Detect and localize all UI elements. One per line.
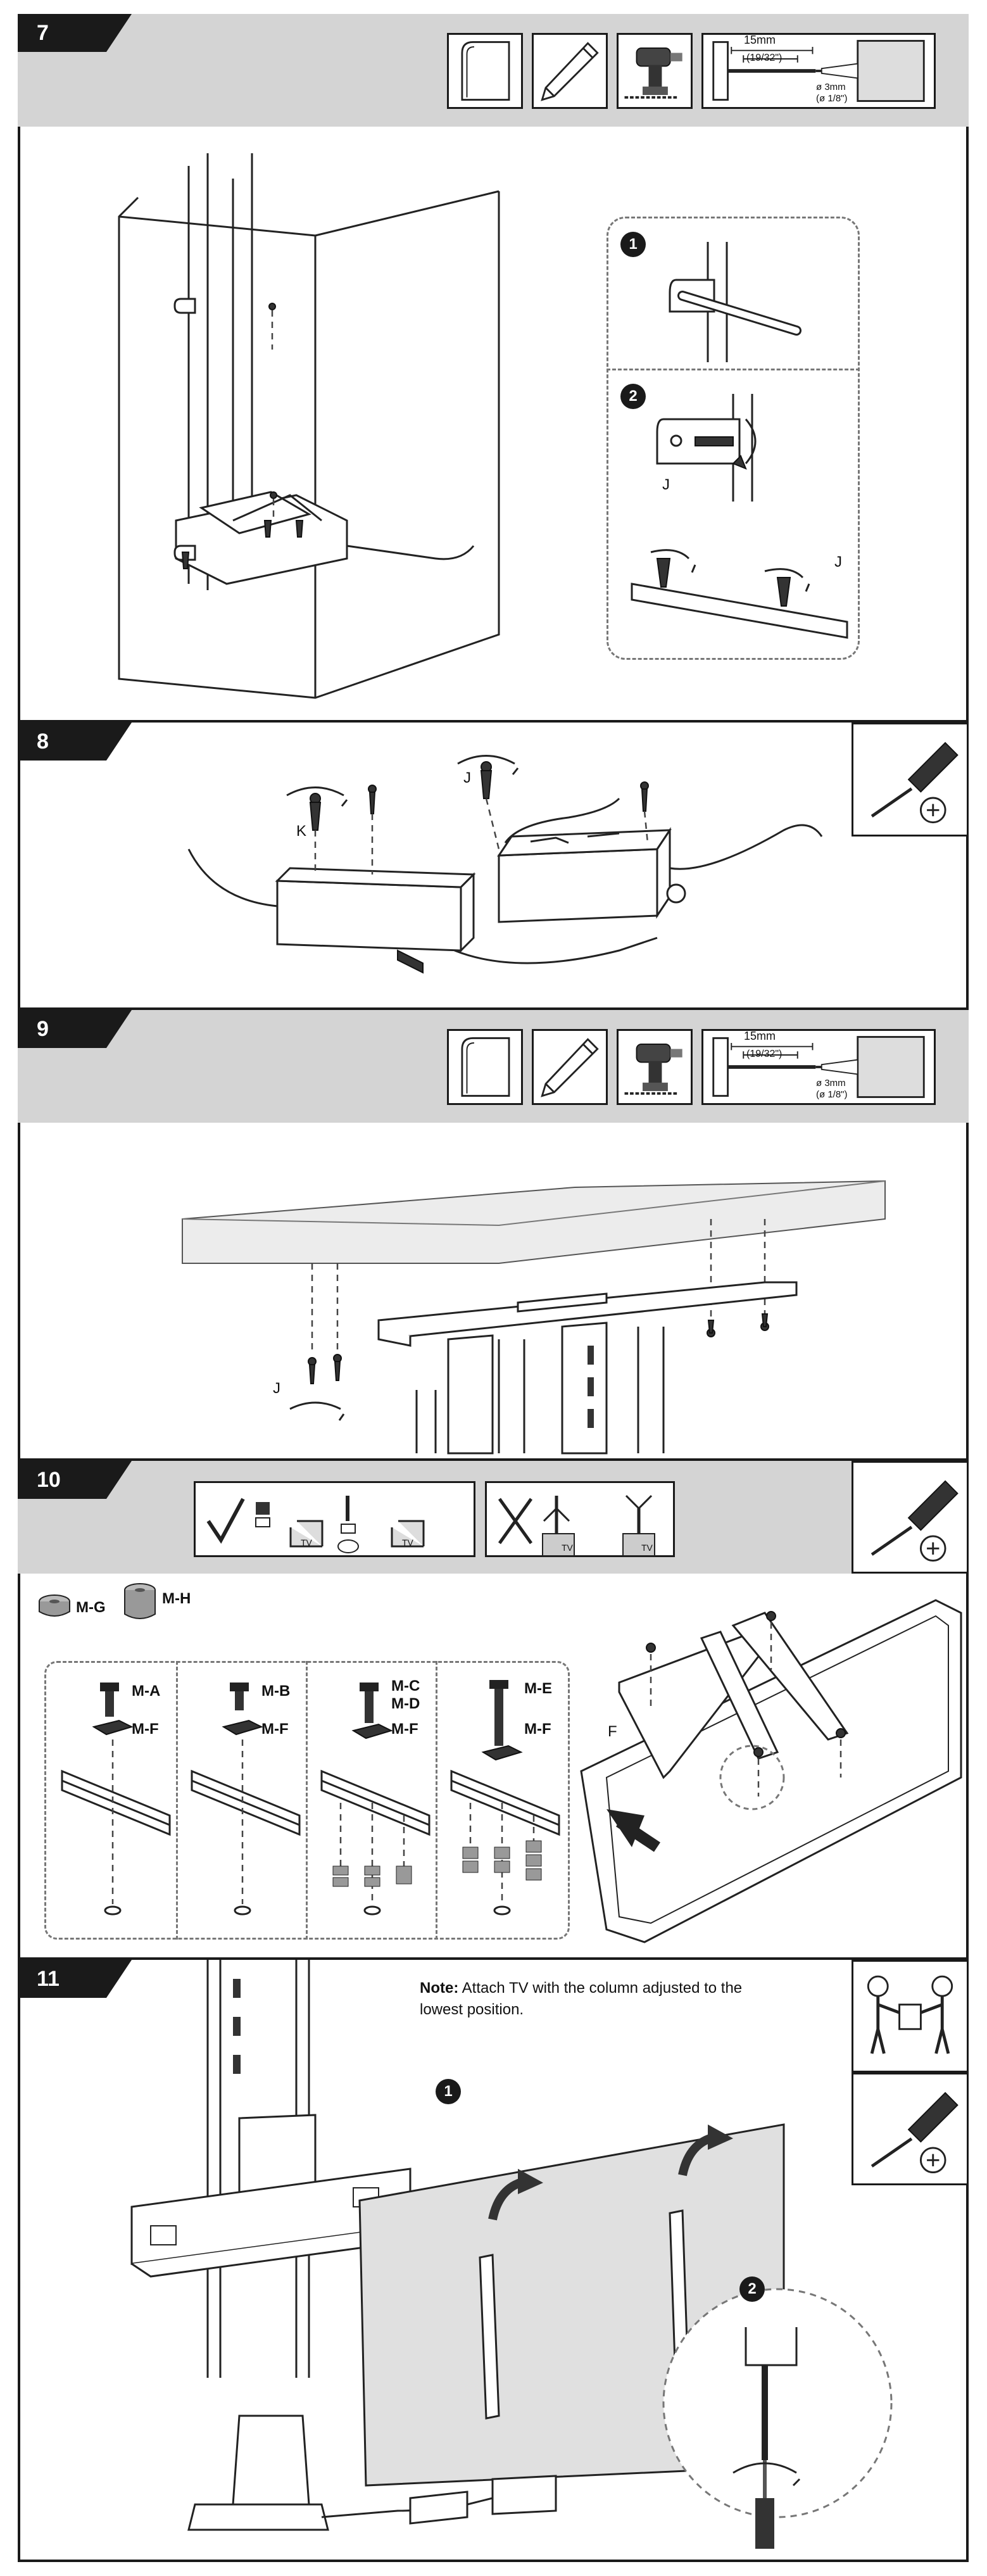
drill-bit-size: ø 3mm bbox=[816, 1078, 846, 1089]
substep-2-badge: 2 bbox=[620, 384, 646, 409]
screwdriver-icon bbox=[852, 1461, 969, 1574]
tv-mounting-illustration bbox=[130, 1960, 893, 2549]
drill-dim-mid: (19/32") bbox=[746, 1049, 783, 1059]
bolt-label-mb: M-B bbox=[261, 1683, 291, 1700]
drill-dim-top: 15mm bbox=[744, 1030, 776, 1042]
drill-icon bbox=[617, 33, 693, 109]
drill-dim-top: 15mm bbox=[744, 34, 776, 46]
screwdriver-icon bbox=[852, 2073, 969, 2185]
bolt-mb-illustration bbox=[191, 1683, 301, 1916]
washer-label-mf-1: M-F bbox=[132, 1720, 159, 1738]
tools-bar: 15mm (19/32") ø 3mm (ø 1/8") bbox=[447, 1029, 936, 1105]
incorrect-mounting-box: TV TV bbox=[485, 1481, 675, 1557]
spacer-mg-label: M-G bbox=[76, 1599, 106, 1616]
washer-label-mf-4: M-F bbox=[524, 1720, 551, 1738]
screw-k-label: K bbox=[296, 823, 307, 840]
note-text: Attach TV with the column adjusted to th… bbox=[420, 1979, 743, 2018]
substep-1-badge: 1 bbox=[620, 232, 646, 257]
drill-bit-size: ø 3mm bbox=[816, 82, 846, 92]
spacer-mh-label: M-H bbox=[162, 1590, 191, 1607]
screw-j-label: J bbox=[273, 1380, 280, 1397]
step-number-badge: 8 bbox=[18, 723, 132, 761]
pencil-icon bbox=[532, 1029, 608, 1105]
correct-mounting-box: TV TV bbox=[194, 1481, 475, 1557]
step-10: 10 TV TV TV TV M-G M-H bbox=[18, 1458, 969, 1957]
bolt-label-mc: M-C bbox=[391, 1677, 420, 1695]
washer-label-mf-3: M-F bbox=[391, 1720, 418, 1738]
panel-divider-3 bbox=[436, 1661, 437, 1940]
step-8: 8 K J bbox=[18, 720, 969, 1007]
rail-f-label: F bbox=[608, 1723, 617, 1740]
bolt-mc-md-illustration bbox=[320, 1683, 431, 1916]
drill-icon bbox=[617, 1029, 693, 1105]
bolt-label-md: M-D bbox=[391, 1695, 420, 1712]
drill-depth-guide: 15mm (19/32") ø 3mm (ø 1/8") bbox=[701, 33, 936, 109]
rail-fixing-detail bbox=[631, 549, 848, 639]
substep-1-badge: 1 bbox=[436, 2079, 461, 2104]
pencil-icon bbox=[532, 33, 608, 109]
drill-depth-guide: 15mm (19/32") ø 3mm (ø 1/8") bbox=[701, 1029, 936, 1105]
bolt-label-me: M-E bbox=[524, 1680, 552, 1697]
drill-bit-size-in: (ø 1/8") bbox=[816, 1089, 848, 1100]
control-box-mounting-illustration bbox=[187, 755, 823, 974]
panel-divider-2 bbox=[306, 1661, 308, 1940]
substep-2-badge: 2 bbox=[739, 2276, 765, 2302]
screw-j-label-2: J bbox=[834, 553, 842, 571]
bolt-ma-illustration bbox=[61, 1683, 171, 1916]
tv-back-rails-illustration bbox=[580, 1599, 962, 1943]
step-11: 11 Note: Attach TV with the column adjus… bbox=[18, 1957, 969, 2562]
cabinet-column-illustration bbox=[118, 153, 500, 699]
detail-divider bbox=[607, 369, 860, 370]
two-person-lift-icon bbox=[852, 1960, 969, 2073]
screw-j-label: J bbox=[463, 769, 471, 786]
page-frame bbox=[18, 14, 969, 2562]
drill-bit-size-in: (ø 1/8") bbox=[816, 93, 848, 104]
step-7: 7 15mm (19/32") ø 3mm bbox=[18, 14, 969, 720]
bracket-screw-detail bbox=[656, 394, 757, 502]
lowest-position-note: Note: Attach TV with the column adjusted… bbox=[420, 1978, 774, 2021]
panel-divider-1 bbox=[176, 1661, 178, 1940]
bracket-mark-detail bbox=[669, 242, 802, 362]
tv-mark-2: TV bbox=[402, 1537, 413, 1548]
note-label: Note: bbox=[420, 1979, 459, 1997]
tv-mark-4: TV bbox=[641, 1543, 653, 1553]
wall-panel-icon bbox=[447, 1029, 523, 1105]
screwdriver-icon bbox=[852, 723, 969, 837]
shelf-bracket-illustration bbox=[182, 1180, 886, 1455]
bolt-label-ma: M-A bbox=[132, 1683, 161, 1700]
tv-mark-3: TV bbox=[562, 1543, 573, 1553]
washer-label-mf-2: M-F bbox=[261, 1720, 289, 1738]
step-9: 9 15mm (19/32") ø 3mm bbox=[18, 1007, 969, 1458]
bolt-me-illustration bbox=[450, 1680, 560, 1916]
detail-callout-box bbox=[607, 217, 860, 660]
spacer-mg-icon bbox=[39, 1594, 70, 1617]
tools-bar: 15mm (19/32") ø 3mm (ø 1/8") bbox=[447, 33, 936, 109]
drill-dim-mid: (19/32") bbox=[746, 53, 783, 63]
spacer-mh-icon bbox=[124, 1583, 156, 1619]
tv-mark-1: TV bbox=[301, 1537, 312, 1548]
wall-panel-icon bbox=[447, 33, 523, 109]
screw-j-label: J bbox=[662, 476, 670, 493]
